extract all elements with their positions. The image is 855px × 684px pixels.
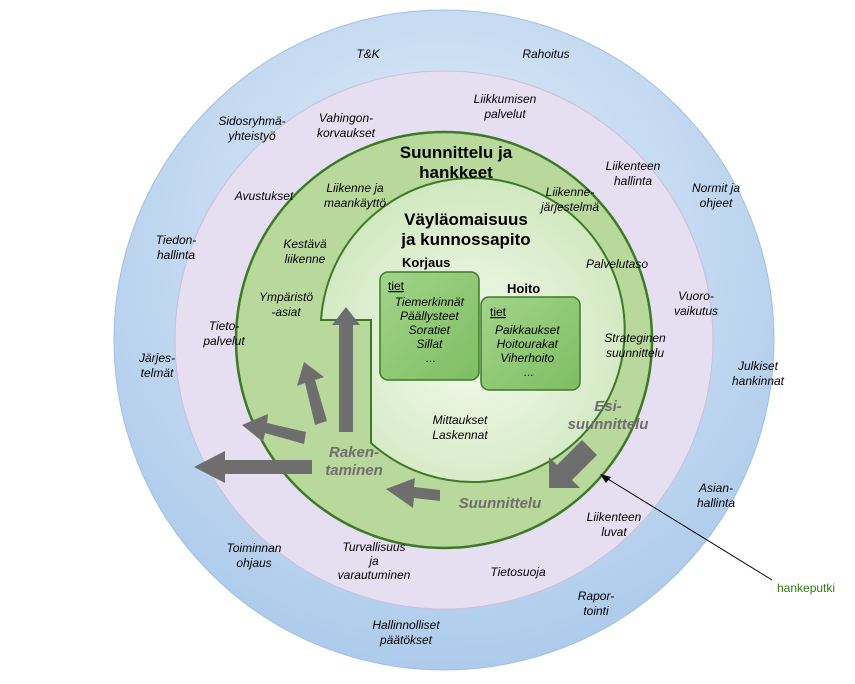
hoito-title: Hoito bbox=[507, 281, 540, 296]
label-rakentaminen: Raken-taminen bbox=[325, 444, 383, 479]
korjaus-title: Korjaus bbox=[402, 255, 450, 270]
hoito-box bbox=[480, 296, 581, 391]
annotation-line bbox=[602, 475, 773, 581]
korjaus-tag: tiet bbox=[388, 279, 405, 293]
label-suunnittelu: Suunnittelu bbox=[459, 495, 542, 512]
label-vuorovaikutus: Vuoro-vaikutus bbox=[674, 289, 718, 318]
korjaus-items: Tiemerkinnät Päällysteet Soratiet Sillat… bbox=[395, 295, 468, 365]
label-sidosryhma: Sidosryhmä-yhteistyö bbox=[218, 114, 285, 143]
arrow-rakentaminen-far-left bbox=[194, 451, 312, 483]
label-tk: T&K bbox=[356, 47, 380, 61]
hoito-tag: tiet bbox=[490, 305, 507, 319]
annotation-hankeputki: hankeputki bbox=[777, 581, 835, 595]
label-tiedonhallinta: Tiedon-hallinta bbox=[156, 233, 197, 262]
label-esisuunnittelu: Esi-suunnittelu bbox=[568, 398, 649, 433]
arrow-rakentaminen-upleft bbox=[297, 362, 327, 425]
label-avustukset: Avustukset bbox=[234, 189, 294, 203]
hoito-items: Paikkaukset Hoitourakat Viherhoito ... bbox=[495, 323, 563, 379]
label-vahingon: Vahingon-korvaukset bbox=[317, 111, 376, 140]
label-tietosuoja: Tietosuoja bbox=[490, 565, 546, 579]
label-tietopalvelut: Tieto-palvelut bbox=[202, 319, 245, 348]
arrow-rakentaminen-left bbox=[242, 414, 306, 444]
arrow-suunnittelu-to-rakentaminen bbox=[386, 478, 440, 508]
pipeline-arrows bbox=[194, 307, 597, 508]
arrow-rakentaminen-up bbox=[332, 307, 360, 432]
annotation-arrowhead bbox=[600, 474, 611, 483]
label-rahoitus: Rahoitus bbox=[522, 47, 569, 61]
label-asianhallinta: Asian-hallinta bbox=[697, 481, 735, 510]
label-jarjestelmat: Järjes-telmät bbox=[138, 351, 175, 380]
korjaus-box bbox=[379, 271, 480, 381]
label-palvelutaso: Palvelutaso bbox=[586, 257, 648, 271]
arrow-esi-to-suunnittelu bbox=[549, 440, 597, 488]
label-raportointi: Rapor-tointi bbox=[578, 589, 614, 618]
label-ymparisto: Ympäristö-asiat bbox=[259, 290, 313, 319]
label-liikennejarjestelma: Liikenne-järjestelmä bbox=[539, 185, 599, 214]
